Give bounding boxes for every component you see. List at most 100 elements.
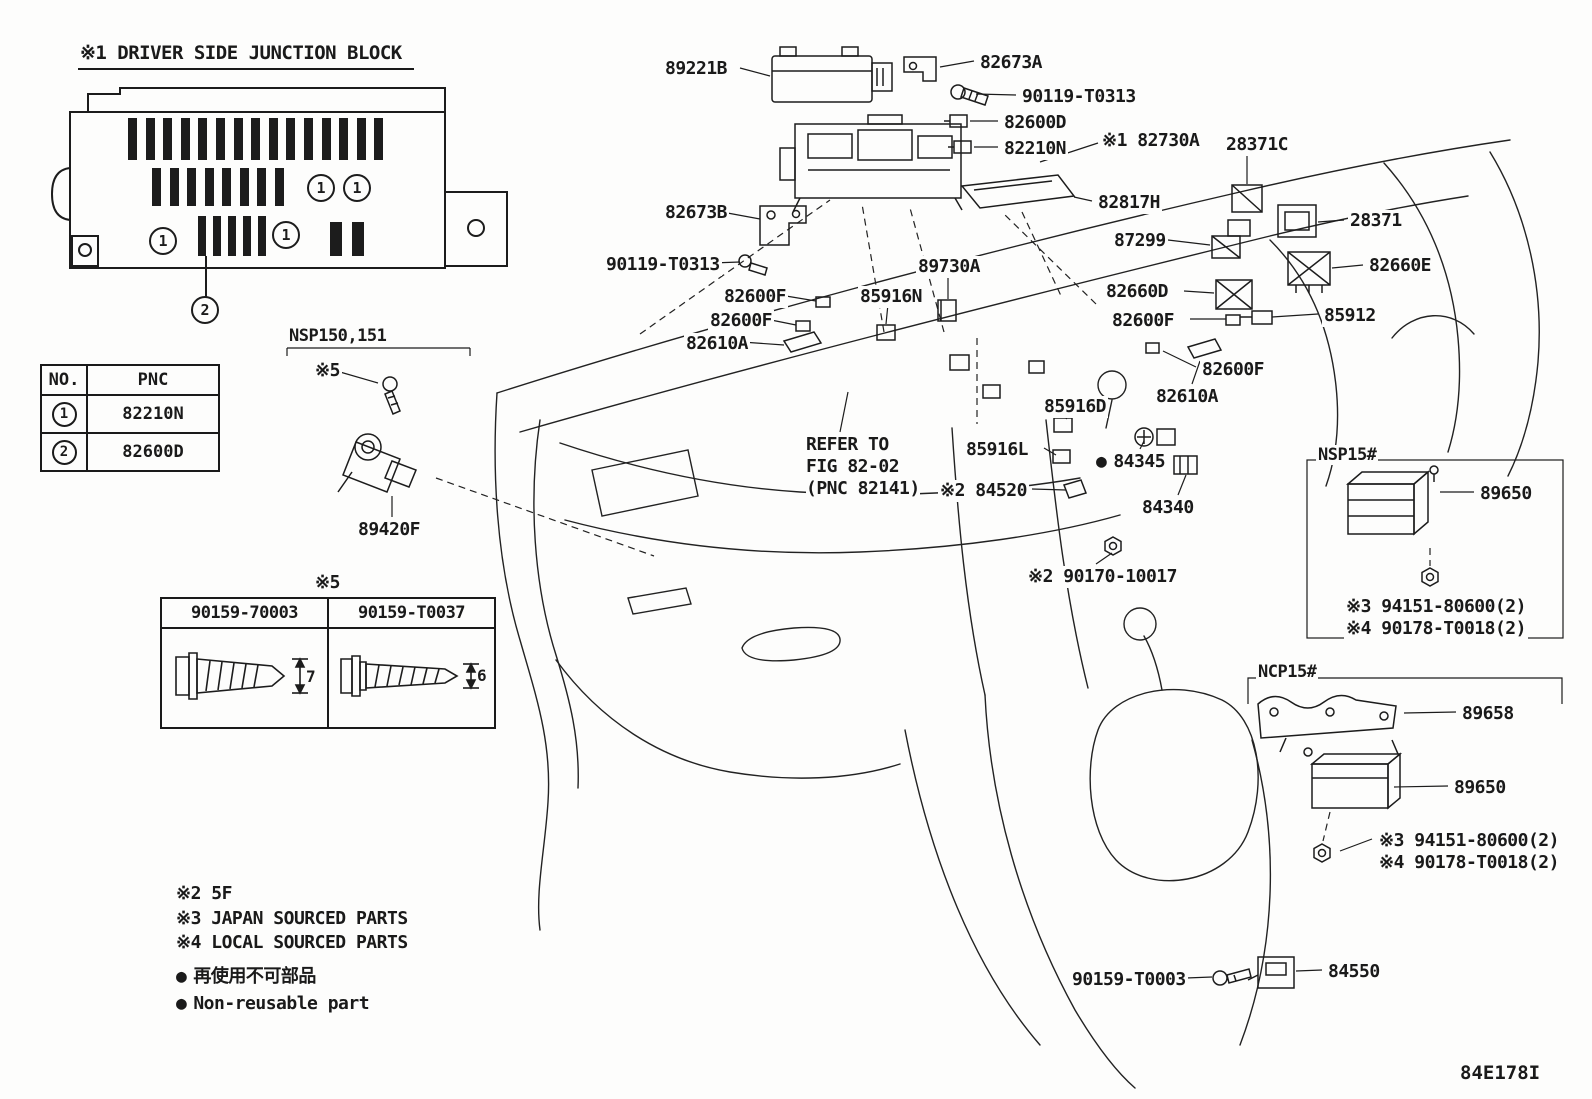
clip-82673a-drawing <box>903 56 937 82</box>
pnc-row-2-value: 82600D <box>86 432 220 472</box>
legend-non-reusable-jp: ●再使用不可部品 <box>174 966 318 988</box>
part-label-90170-10017[interactable]: ※2 90170-10017 <box>1026 566 1179 588</box>
callout-1-b: 1 <box>352 179 361 197</box>
refer-note-line1: REFER TO <box>806 434 889 455</box>
callout-1-c: 1 <box>158 232 167 250</box>
part-label-82610a-1[interactable]: 82610A <box>684 333 751 355</box>
part-label-90119-t0313-1[interactable]: 90119-T0313 <box>1020 86 1138 108</box>
switch-84345-drawing <box>1134 427 1176 447</box>
non-reusable-dot-icon: ● <box>1096 451 1107 472</box>
fastener-table: 90159-70003 90159-T0037 <box>160 597 496 729</box>
pnc-row-2: 2 82600D <box>40 432 220 472</box>
part-label-82600f-3[interactable]: 82600F <box>1110 310 1177 332</box>
part-label-82600d[interactable]: 82600D <box>1002 112 1069 134</box>
part-82210n-drawing <box>948 140 972 154</box>
pnc-row-2-callout: 2 <box>51 439 77 465</box>
part-label-82730a[interactable]: ※1 82730A <box>1100 130 1202 152</box>
fastener-drawing-right-cell: 6 <box>327 627 496 729</box>
part-82600d-drawing <box>944 114 968 128</box>
relay-cluster-drawing <box>1211 184 1331 326</box>
part-label-28371[interactable]: 28371 <box>1348 210 1404 232</box>
part-label-84550[interactable]: 84550 <box>1326 961 1382 983</box>
pnc-row-1: 1 82210N <box>40 394 220 434</box>
part-label-82210n[interactable]: 82210N <box>1002 138 1069 160</box>
note-90178-2: ※4 90178-T0018(2) <box>1377 852 1561 874</box>
note-5-table: ※5 <box>313 572 342 594</box>
part-label-85916l[interactable]: 85916L <box>964 439 1031 461</box>
nsp15-section-drawing <box>1306 459 1564 639</box>
pnc-row-1-value: 82210N <box>86 394 220 434</box>
note-4-local: ※4 LOCAL SOURCED PARTS <box>176 932 408 953</box>
part-label-82817h[interactable]: 82817H <box>1096 192 1163 214</box>
note-2-5f: ※2 5F <box>176 883 232 904</box>
note-94151-1: ※3 94151-80600(2) <box>1344 596 1528 618</box>
legend-en-text: Non-reusable part <box>193 993 370 1014</box>
part-label-90119-t0313-2[interactable]: 90119-T0313 <box>604 254 722 276</box>
bracket-82673b-drawing <box>759 205 807 246</box>
refer-note-line2: FIG 82-02 <box>806 456 900 477</box>
part-label-82660d[interactable]: 82660D <box>1104 281 1171 303</box>
part-label-84345-text: 84345 <box>1113 451 1166 472</box>
part-label-84520[interactable]: ※2 84520 <box>938 480 1029 502</box>
pnc-table: NO. PNC 1 82210N 2 82600D <box>40 364 220 472</box>
fastener-drawing-left-cell: 7 <box>160 627 329 729</box>
clamp-84550-drawing <box>1247 956 1295 989</box>
part-label-89420f[interactable]: 89420F <box>356 519 423 541</box>
part-label-89650-2[interactable]: 89650 <box>1452 777 1508 799</box>
non-reusable-dot-icon: ● <box>176 966 187 987</box>
ncp15-section-drawing <box>1247 677 1563 863</box>
pnc-col-pnc: PNC <box>86 364 220 396</box>
part-label-82600f-4[interactable]: 82600F <box>1200 359 1267 381</box>
part-label-82600f-1[interactable]: 82600F <box>722 286 789 308</box>
part-label-85916d[interactable]: 85916D <box>1042 396 1109 418</box>
junction-block-title: ※1 DRIVER SIDE JUNCTION BLOCK <box>78 42 414 70</box>
fusebox-82730a-drawing <box>779 114 963 213</box>
note-3-japan: ※3 JAPAN SOURCED PARTS <box>176 908 408 929</box>
pnc-row-1-callout: 1 <box>51 401 77 427</box>
connector-84340-drawing <box>1173 455 1198 475</box>
part-label-89650-1[interactable]: 89650 <box>1478 483 1534 505</box>
part-label-85912[interactable]: 85912 <box>1322 305 1378 327</box>
part-label-82673a[interactable]: 82673A <box>978 52 1045 74</box>
part-label-90159-t0003[interactable]: 90159-T0003 <box>1070 969 1188 991</box>
clip-84520-drawing <box>1063 479 1087 499</box>
section-label-ncp15: NCP15# <box>1256 662 1319 683</box>
nut-90170-drawing <box>1104 536 1122 556</box>
screw-90119-left-drawing <box>738 254 768 276</box>
ecu-89221b-drawing <box>771 46 893 103</box>
dashed-reference-lines <box>435 199 1431 842</box>
screw-90119-top-drawing <box>950 84 989 106</box>
note-5-top: ※5 <box>313 360 342 382</box>
part-label-84345[interactable]: ● 84345 <box>1094 451 1168 473</box>
screw-90159-t0003-drawing <box>1212 968 1252 986</box>
callout-2: 2 <box>200 301 209 319</box>
part-label-85916n[interactable]: 85916N <box>858 286 925 308</box>
pnc-col-no: NO. <box>40 364 88 396</box>
part-label-87299[interactable]: 87299 <box>1112 230 1168 252</box>
refer-note: REFER TO FIG 82-02 (PNC 82141) <box>806 434 920 500</box>
drawing-code: 84E178I <box>1460 1062 1541 1084</box>
fastener-dim-right: 6 <box>477 666 487 685</box>
fastener-dim-left: 7 <box>306 667 316 686</box>
section-label-nsp15: NSP15# <box>1316 445 1379 466</box>
part-label-89730a[interactable]: 89730A <box>916 256 983 278</box>
part-label-82673b[interactable]: 82673B <box>663 202 730 224</box>
fastener-part-right: 90159-T0037 <box>327 597 496 629</box>
part-label-82610a-2[interactable]: 82610A <box>1154 386 1221 408</box>
part-label-82600f-2[interactable]: 82600F <box>708 310 775 332</box>
part-label-89221b[interactable]: 89221B <box>663 58 730 80</box>
callout-1-d: 1 <box>281 226 290 244</box>
tray-82817h-drawing <box>960 174 1076 209</box>
callout-1-a: 1 <box>316 179 325 197</box>
connector-cluster-drawing <box>782 296 1223 464</box>
non-reusable-dot-icon: ● <box>176 993 187 1014</box>
note-90178-1: ※4 90178-T0018(2) <box>1344 618 1528 640</box>
section-label-nsp150-151: NSP150,151 <box>287 326 389 347</box>
part-label-89658[interactable]: 89658 <box>1460 703 1516 725</box>
part-label-82660e[interactable]: 82660E <box>1367 255 1434 277</box>
refer-note-line3: (PNC 82141) <box>806 478 920 499</box>
part-label-28371c[interactable]: 28371C <box>1224 134 1291 156</box>
part-label-84340[interactable]: 84340 <box>1140 497 1196 519</box>
